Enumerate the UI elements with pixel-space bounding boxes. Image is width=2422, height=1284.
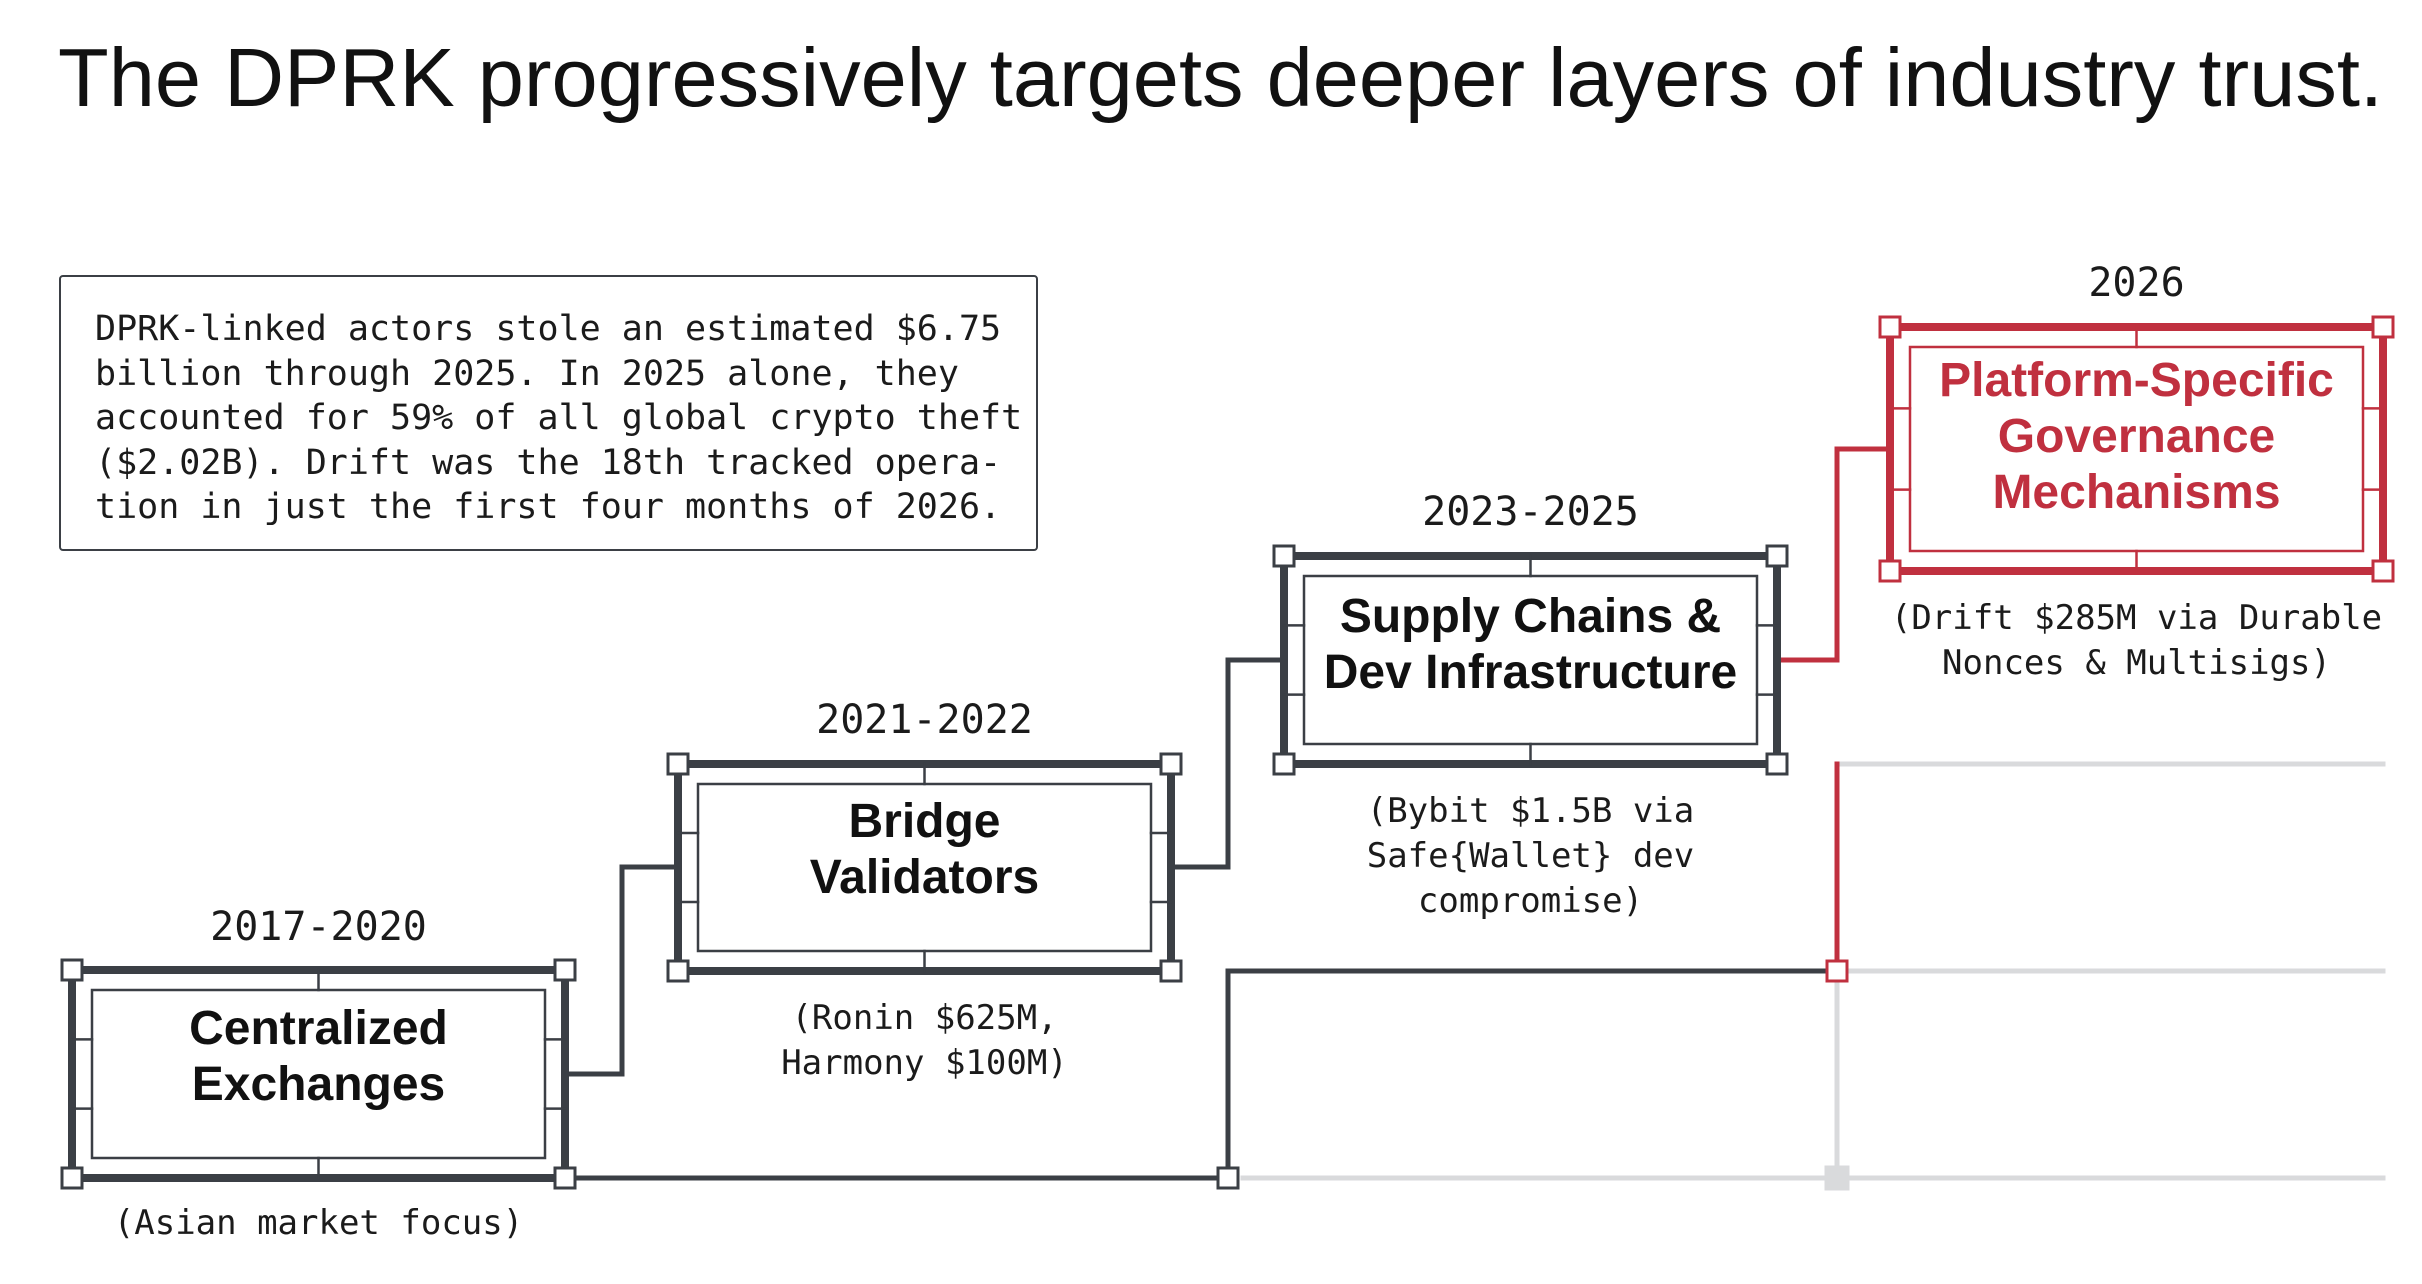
stage-note: Harmony $100M): [781, 1043, 1068, 1083]
stage-connector-lines: [565, 446, 1890, 1190]
stage-note: (Asian market focus): [114, 1203, 523, 1243]
stage-note: (Drift $285M via Durable: [1891, 598, 2382, 638]
stage-note: Safe{Wallet} dev: [1367, 836, 1695, 876]
corner-handle: [1878, 315, 1902, 339]
guide-node: [1824, 1165, 1850, 1191]
corner-handle: [1878, 559, 1902, 583]
stage-year: 2026: [2088, 260, 2184, 306]
corner-handle: [666, 959, 690, 983]
stage-label: Dev Infrastructure: [1324, 646, 1737, 699]
stage-year: 2021-2022: [816, 697, 1033, 743]
corner-handle: [553, 1166, 577, 1190]
corner-handle: [1272, 752, 1296, 776]
corner-handle: [2371, 559, 2395, 583]
corner-handle: [1159, 959, 1183, 983]
corner-handle: [1272, 544, 1296, 568]
background-guide-lines: [1240, 761, 2386, 1191]
stage-label: Bridge: [848, 795, 1000, 848]
summary-callout-text: DPRK-linked actors stole an estimated $6…: [95, 309, 1023, 527]
corner-handle: [1765, 752, 1789, 776]
stage-note: (Ronin $625M,: [791, 998, 1057, 1038]
corner-handle: [666, 752, 690, 776]
page-title: The DPRK progressively targets deeper la…: [58, 31, 2383, 124]
junction-node: [1216, 1166, 1240, 1190]
stage-year: 2023-2025: [1422, 489, 1639, 535]
stage-label: Platform-Specific: [1939, 354, 2334, 407]
connector-line: [565, 864, 678, 1077]
stage-label: Centralized: [189, 1002, 448, 1055]
corner-handle: [1765, 544, 1789, 568]
stage-note: (Bybit $1.5B via: [1367, 791, 1695, 831]
corner-handle: [60, 1166, 84, 1190]
junction-node: [1825, 959, 1849, 983]
connector-line: [1171, 657, 1284, 870]
stage-label: Validators: [810, 851, 1039, 904]
stage-box-4: 2026Platform-SpecificGovernanceMechanism…: [1878, 260, 2395, 683]
corner-handle: [2371, 315, 2395, 339]
stage-note: Nonces & Multisigs): [1942, 643, 2331, 683]
stage-label: Governance: [1998, 410, 2275, 463]
stage-label: Mechanisms: [1992, 466, 2280, 519]
stage-label: Exchanges: [192, 1058, 445, 1111]
connector-line: [1777, 446, 1890, 663]
corner-handle: [553, 958, 577, 982]
summary-callout-box: DPRK-linked actors stole an estimated $6…: [59, 275, 1038, 551]
stage-frame: [674, 760, 1175, 975]
stage-label: Supply Chains &: [1340, 590, 1721, 643]
baseline-line: [565, 968, 1837, 1181]
stage-year: 2017-2020: [210, 904, 427, 950]
corner-handle: [1159, 752, 1183, 776]
corner-handle: [60, 958, 84, 982]
stage-note: compromise): [1418, 881, 1643, 921]
